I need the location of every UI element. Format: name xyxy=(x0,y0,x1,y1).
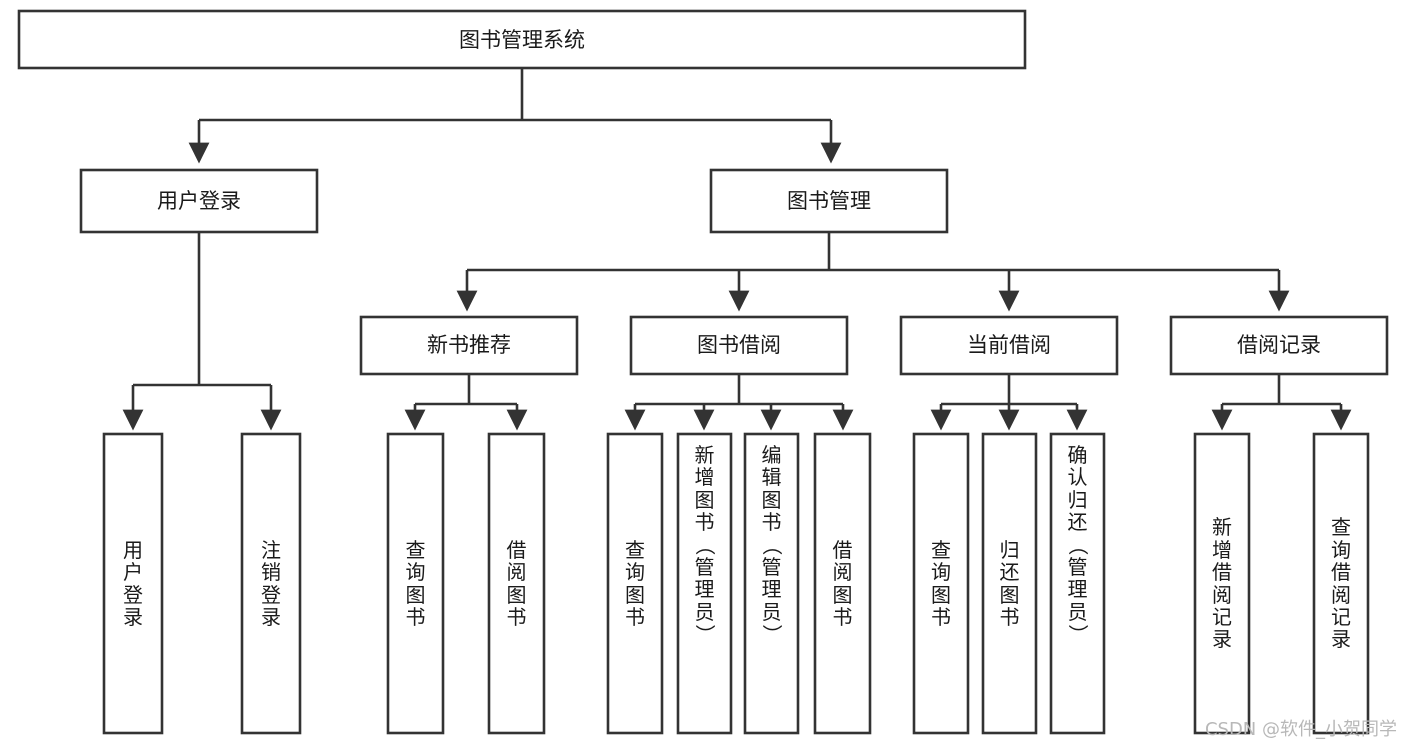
node-current-borrow[interactable] xyxy=(899,315,1119,376)
node-book-management[interactable] xyxy=(709,168,949,234)
node-book-management-label: 图书管理 xyxy=(787,189,871,213)
leaf-box-user-login-2[interactable] xyxy=(240,432,302,735)
leaf-box-borrow-record-2[interactable] xyxy=(1312,432,1370,735)
node-current-borrow-label: 当前借阅 xyxy=(967,333,1051,357)
node-book-borrow-label: 图书借阅 xyxy=(697,333,781,357)
node-root-book-management-system[interactable] xyxy=(17,9,1027,70)
leaf-box-book-borrow-3[interactable] xyxy=(743,432,800,735)
node-new-book-recommend[interactable] xyxy=(359,315,579,376)
leaf-box-book-borrow-4[interactable] xyxy=(813,432,872,735)
node-borrow-record-label: 借阅记录 xyxy=(1237,333,1321,357)
leaf-box-book-borrow-1[interactable] xyxy=(606,432,664,735)
leaf-box-current-borrow-3[interactable] xyxy=(1049,432,1106,735)
leaf-box-borrow-record-1[interactable] xyxy=(1193,432,1251,735)
csdn-watermark: CSDN @软件_小贺同学 xyxy=(1204,719,1397,740)
leaf-box-book-borrow-2[interactable] xyxy=(676,432,733,735)
leaf-box-current-borrow-1[interactable] xyxy=(912,432,970,735)
leaf-box-user-login-1[interactable] xyxy=(102,432,164,735)
leaf-box-current-borrow-2[interactable] xyxy=(981,432,1038,735)
node-borrow-record[interactable] xyxy=(1169,315,1389,376)
leaf-box-new-book-2[interactable] xyxy=(487,432,546,735)
node-root-label: 图书管理系统 xyxy=(459,28,585,52)
node-user-login-label: 用户登录 xyxy=(157,189,241,213)
leaf-box-new-book-1[interactable] xyxy=(386,432,445,735)
node-new-book-recommend-label: 新书推荐 xyxy=(427,333,511,357)
node-book-borrow[interactable] xyxy=(629,315,849,376)
